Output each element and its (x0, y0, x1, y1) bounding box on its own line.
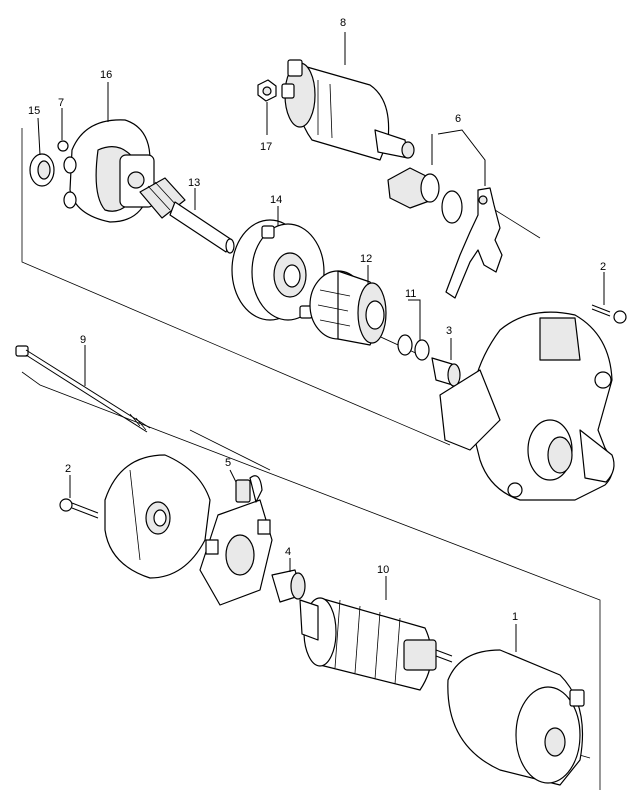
part-clutch-12 (309, 270, 387, 346)
part-brush-holder (199, 475, 273, 606)
part-through-bolt (15, 345, 151, 433)
part-nut-17 (257, 79, 277, 135)
callout-2-lower: 2 (65, 463, 71, 475)
callout-7: 7 (58, 97, 64, 109)
part-plunger-lever-set (387, 129, 541, 299)
part-bushing-4 (271, 569, 306, 603)
callout-10: 10 (377, 564, 389, 576)
callout-13: 13 (188, 177, 200, 189)
part-drive-cover (63, 119, 155, 223)
callout-1: 1 (512, 611, 518, 623)
part-bolt-lower (59, 498, 99, 519)
callout-12: 12 (360, 253, 372, 265)
part-solenoid (281, 59, 415, 161)
part-rear-cover (104, 454, 211, 579)
part-armature (299, 597, 453, 691)
callout-labels: 8 16 7 15 6 17 13 14 12 2 11 3 9 5 2 4 1… (28, 17, 606, 623)
part-pinion-shaft (139, 177, 235, 254)
callout-11: 11 (405, 288, 416, 300)
callout-14: 14 (270, 194, 282, 206)
callout-17: 17 (260, 141, 272, 153)
part-gear-housing (231, 219, 325, 321)
callout-2-upper: 2 (600, 261, 606, 273)
callout-6: 6 (455, 113, 461, 125)
part-yoke (447, 649, 585, 786)
part-bearing-15 (29, 153, 55, 187)
leader-lines (37, 32, 605, 652)
callout-4: 4 (285, 546, 291, 558)
callout-5: 5 (225, 457, 231, 469)
part-front-housing (439, 311, 615, 501)
callout-9: 9 (80, 334, 86, 346)
part-ball-7 (57, 140, 69, 152)
callout-15: 15 (28, 105, 40, 117)
callout-16: 16 (100, 69, 112, 81)
callout-3: 3 (446, 325, 452, 337)
callout-8: 8 (340, 17, 346, 29)
part-bushing-3 (431, 357, 461, 387)
part-rings-11 (397, 334, 430, 361)
part-bolt-upper (591, 304, 627, 324)
